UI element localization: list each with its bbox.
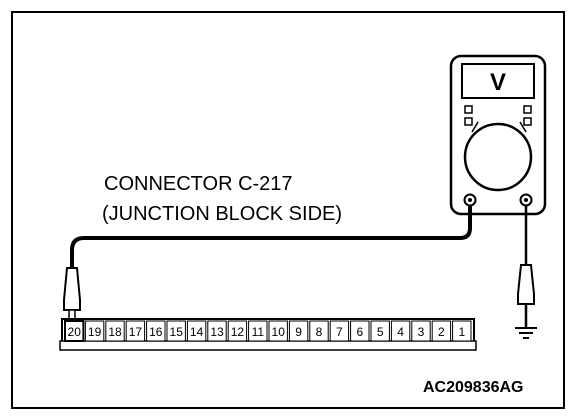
connector-pin-cell	[350, 320, 370, 342]
connector-pin-cell	[268, 320, 288, 342]
connector-pin-label: 5	[377, 325, 384, 339]
voltmeter-display	[461, 63, 535, 99]
connector-pin-cell	[288, 320, 309, 342]
jack-positive-center	[468, 198, 472, 202]
indicator-square	[464, 105, 473, 114]
connector-pin-cell	[186, 320, 207, 342]
connector-pin-label: 9	[295, 325, 302, 339]
connector-pin-label: 15	[170, 325, 184, 339]
probe-handle	[63, 267, 81, 311]
connector-pin-cell	[146, 320, 166, 342]
connector-pin-label: 16	[149, 325, 163, 339]
voltmeter: V	[449, 54, 547, 216]
connector-pin-label: 7	[336, 325, 343, 339]
connector-pin-cell	[309, 320, 329, 342]
indicator-square	[464, 117, 473, 126]
voltmeter-mode-label: V	[490, 69, 506, 96]
connector-pin-label: 17	[129, 325, 143, 339]
negative-probe	[517, 264, 535, 327]
connector-pin-label: 3	[418, 325, 425, 339]
connector-pin-label: 10	[272, 325, 286, 339]
ground-icon	[515, 327, 537, 339]
connector-pin-label: 14	[190, 325, 204, 339]
connector-pin-label: 11	[252, 325, 265, 339]
connector-pin-label: 13	[210, 325, 224, 339]
connector-base-rail	[59, 340, 477, 351]
connector-pin-cell	[431, 320, 452, 342]
figure-frame	[11, 11, 565, 409]
connector-pin-label: 20	[68, 325, 82, 339]
connector-pin-label: 12	[231, 325, 245, 339]
selector-dial	[463, 122, 533, 192]
connector-pin-cell	[227, 320, 248, 342]
connector-pin-cell	[207, 320, 227, 342]
connector-pin-cell	[411, 320, 431, 342]
figure-code: AC209836AG	[423, 379, 524, 396]
connector-pin-cell	[390, 320, 411, 342]
connector-pin-cell	[329, 320, 350, 342]
connector-pin-label: 19	[88, 325, 102, 339]
connector-pin-cell	[125, 320, 146, 342]
connector-pin-cell	[105, 320, 125, 342]
connector-pin-label: 4	[397, 325, 404, 339]
connector-pin-label: 6	[356, 325, 363, 339]
connector-pin-cell	[452, 320, 472, 342]
positive-test-lead	[70, 206, 472, 268]
connector-pin-cell	[248, 320, 268, 342]
connector-pin-cell	[166, 320, 186, 342]
probe-handle	[517, 264, 535, 305]
indicator-square	[523, 117, 532, 126]
connector-pin-label: 18	[108, 325, 122, 339]
connector-pin-cell	[370, 320, 390, 342]
connector-pin-label: 8	[316, 325, 323, 339]
connector-pin-cell	[64, 320, 85, 342]
connector-pin-label: 2	[438, 325, 445, 339]
jack-negative-center	[524, 198, 528, 202]
caption-line-2: (JUNCTION BLOCK SIDE)	[102, 203, 342, 225]
connector-pin-cell	[84, 320, 105, 342]
indicator-square	[523, 105, 532, 114]
connector-pin-label: 1	[458, 325, 465, 339]
caption-line-1: CONNECTOR C-217	[104, 173, 293, 195]
